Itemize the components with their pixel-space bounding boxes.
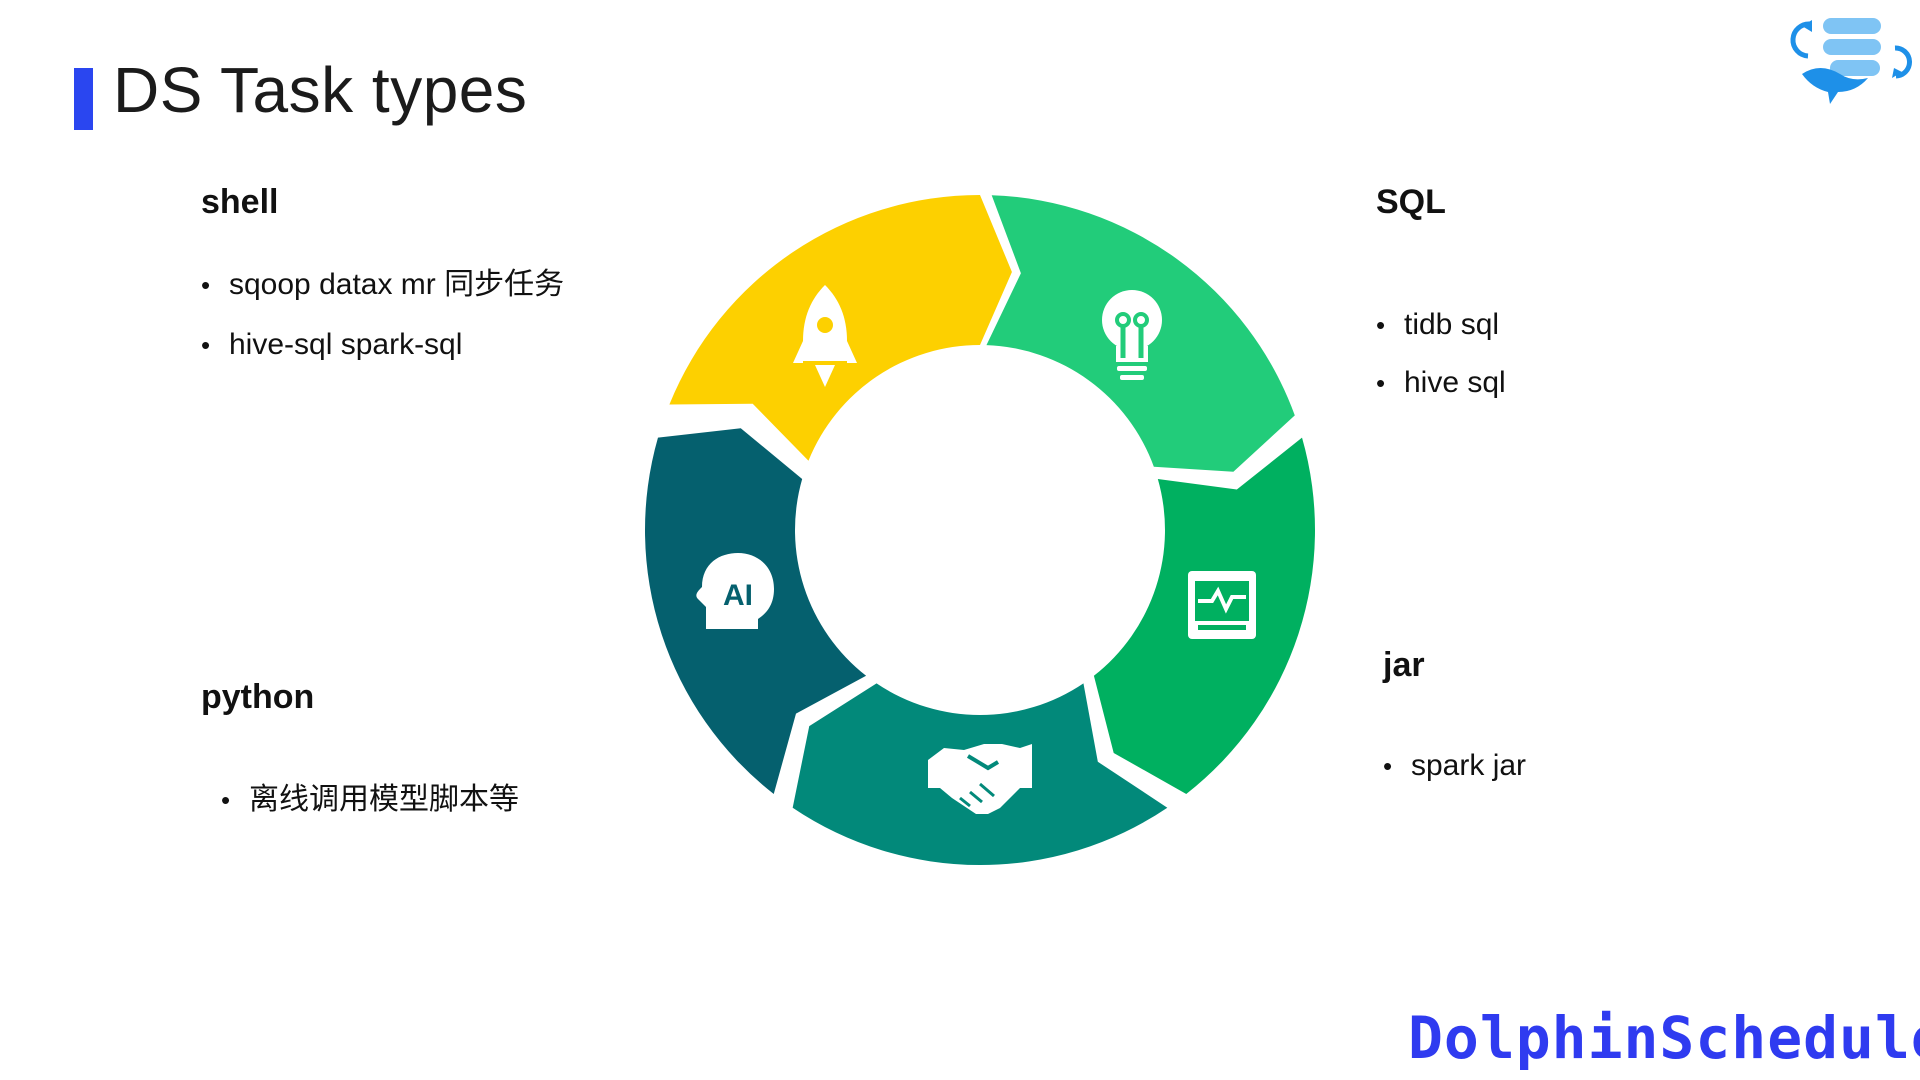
ai-head-icon: AI [696,553,774,629]
monitor-icon [1188,571,1256,639]
jar-heading: jar [1383,646,1425,684]
handshake-icon [928,744,1032,814]
list-item: • 离线调用模型脚本等 [221,782,519,818]
sql-section: SQL • tidb sql • hive sql [1376,182,1506,399]
shell-section: shell • sqoop datax mr 同步任务 • hive-sql spa… [201,182,564,361]
python-section: python • 离线调用模型脚本等 [201,677,519,816]
center-hole [800,350,1160,710]
list-item-text: spark jar [1411,749,1527,782]
svg-text:AI: AI [723,579,753,612]
list-item: • sqoop datax mr 同步任务 [201,267,564,303]
bullet: • [1376,310,1386,340]
bullet: • [1383,751,1393,781]
list-item-text: tidb sql [1404,308,1500,341]
list-item-text: 离线调用模型脚本等 [249,783,519,816]
lightbulb-icon [1102,290,1162,380]
page-title: DS Task types [113,54,528,126]
bullet: • [201,330,211,360]
jar-section: jar • spark jar [1383,645,1526,782]
brand-wordmark: DolphinScheduler [1408,1004,1920,1072]
bullet: • [221,785,231,815]
list-item: • hive sql [1376,365,1506,401]
list-item-text: hive-sql spark-sql [229,328,463,361]
task-cycle-diagram: AI [645,195,1315,866]
list-item: • hive-sql spark-sql [201,327,462,363]
list-item-text: hive sql [1404,366,1506,399]
sql-heading: SQL [1376,183,1446,221]
bullet: • [201,270,211,300]
rocket-icon [793,285,857,387]
shell-heading: shell [201,183,279,221]
dolphinscheduler-logo-icon [1790,18,1912,104]
list-item-text: sqoop datax mr 同步任务 [229,268,565,301]
list-item: • spark jar [1383,748,1526,784]
title-accent-bar [74,68,93,130]
python-heading: python [201,678,315,716]
list-item: • tidb sql [1376,307,1499,343]
bullet: • [1376,368,1386,398]
